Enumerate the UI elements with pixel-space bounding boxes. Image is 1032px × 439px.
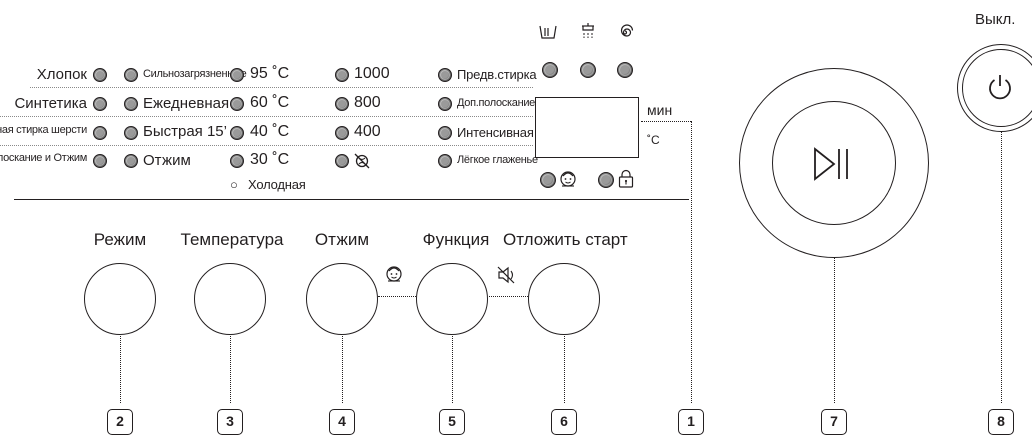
- program-heavy-label: Сильнозагрязненные: [143, 68, 247, 80]
- callout-badge-7: 7: [821, 409, 847, 435]
- mute-icon: [497, 266, 515, 284]
- temp-95-label: 95 ˚C: [250, 65, 290, 82]
- program-quick-label: Быстрая 15’: [143, 123, 227, 140]
- display-callout-leader: [641, 121, 691, 122]
- function-button-label: Функция: [422, 230, 490, 249]
- program-spin-led: [124, 154, 138, 168]
- mute-combo-line: [489, 296, 528, 297]
- child-lock-combo-line: [378, 296, 416, 297]
- callout-badge-5: 5: [439, 409, 465, 435]
- spiral-softener-icon: [620, 24, 634, 37]
- program-daily-led: [124, 97, 138, 111]
- display-min-unit: мин: [647, 102, 673, 118]
- mode-button[interactable]: [84, 263, 156, 335]
- program-synthetics-label: Синтетика: [14, 95, 87, 112]
- program-heavy-led: [124, 68, 138, 82]
- prewash-compartment-led: [542, 62, 558, 78]
- mode-callout-line: [120, 336, 121, 403]
- callout-badge-6: 6: [551, 409, 577, 435]
- function-prewash-label: Предв.стирка: [457, 67, 537, 82]
- spin-nospin-led: [335, 154, 349, 168]
- power-icon: [989, 75, 1011, 100]
- start-pause-callout-line: [834, 258, 835, 403]
- temperature-button[interactable]: [194, 263, 266, 335]
- spin-callout-line: [342, 336, 343, 403]
- temp-40-label: 40 ˚C: [250, 123, 290, 140]
- callout-badge-4: 4: [329, 409, 355, 435]
- function-intensive-label: Интенсивная: [457, 125, 534, 140]
- temperature-callout-line: [230, 336, 231, 403]
- program-cotton-label: Хлопок: [36, 66, 87, 83]
- child-lock-led: [540, 172, 556, 188]
- temp-40-led: [230, 126, 244, 140]
- function-callout-line: [452, 336, 453, 403]
- temp-30-label: 30 ˚C: [250, 151, 290, 168]
- program-spin-label: Отжим: [143, 152, 191, 169]
- callout-badge-1: 1: [678, 409, 704, 435]
- function-easy-iron-led: [438, 154, 452, 168]
- function-extra-rinse-led: [438, 97, 452, 111]
- function-easy-iron-label: Лёгкое глаженье: [457, 154, 538, 166]
- function-extra-rinse-label: Доп.полоскание: [457, 97, 536, 109]
- temp-95-led: [230, 68, 244, 82]
- program-wool-label: Ручная стирка шерсти: [0, 124, 87, 136]
- temp-60-label: 60 ˚C: [250, 94, 290, 111]
- callout-badge-3: 3: [217, 409, 243, 435]
- spin-button[interactable]: [306, 263, 378, 335]
- display-window: [535, 97, 639, 158]
- play-pause-icon: [814, 147, 848, 181]
- function-button[interactable]: [416, 263, 488, 335]
- prewash-compartment-icon: [539, 25, 557, 39]
- mode-button-label: Режим: [93, 230, 147, 249]
- power-button[interactable]: [957, 44, 1032, 132]
- lock-icon: [618, 169, 634, 188]
- spin-400-led: [335, 126, 349, 140]
- function-intensive-led: [438, 126, 452, 140]
- spin-button-label: Отжим: [314, 230, 370, 249]
- power-label: Выкл.: [975, 11, 1016, 28]
- panel-divider: [14, 199, 689, 201]
- display-deg-unit: ˚C: [647, 133, 660, 147]
- child-lock-icon: [560, 171, 576, 187]
- delay-start-button-label: Отложить старт: [503, 230, 628, 249]
- spin-800-led: [335, 97, 349, 111]
- power-callout-line: [1001, 132, 1002, 403]
- display-callout-line: [691, 121, 692, 403]
- delay-callout-line: [564, 336, 565, 403]
- program-quick-led: [124, 126, 138, 140]
- temp-cold-label: Холодная: [248, 177, 306, 192]
- callout-badge-8: 8: [988, 409, 1014, 435]
- row-separator: [0, 116, 533, 117]
- spin-1000-led: [335, 68, 349, 82]
- shower-rinse-icon: [582, 23, 594, 38]
- program-rinse-spin-label: Полоскание и Отжим: [0, 152, 87, 164]
- program-wool-led: [93, 126, 107, 140]
- spin-400-label: 400: [354, 123, 381, 140]
- row-separator: [30, 87, 533, 88]
- program-rinse-spin-led: [93, 154, 107, 168]
- power-button-inner: [962, 49, 1032, 127]
- temp-30-led: [230, 154, 244, 168]
- row-separator: [0, 145, 533, 146]
- shower-rinse-led: [580, 62, 596, 78]
- temperature-button-label: Температура: [180, 230, 284, 249]
- spin-1000-label: 1000: [354, 65, 390, 82]
- callout-badge-2: 2: [107, 409, 133, 435]
- start-pause-button[interactable]: [772, 101, 896, 225]
- door-lock-led: [598, 172, 614, 188]
- softener-led: [617, 62, 633, 78]
- child-lock-combo-icon: [386, 266, 402, 282]
- spin-800-label: 800: [354, 94, 381, 111]
- start-pause-ring: [739, 68, 929, 258]
- program-daily-label: Ежедневная: [143, 95, 230, 112]
- temp-cold-marker: ○: [230, 177, 238, 192]
- program-synthetics-led: [93, 97, 107, 111]
- function-prewash-led: [438, 68, 452, 82]
- delay-start-button[interactable]: [528, 263, 600, 335]
- program-cotton-led: [93, 68, 107, 82]
- temp-60-led: [230, 97, 244, 111]
- no-spin-icon: [354, 153, 370, 169]
